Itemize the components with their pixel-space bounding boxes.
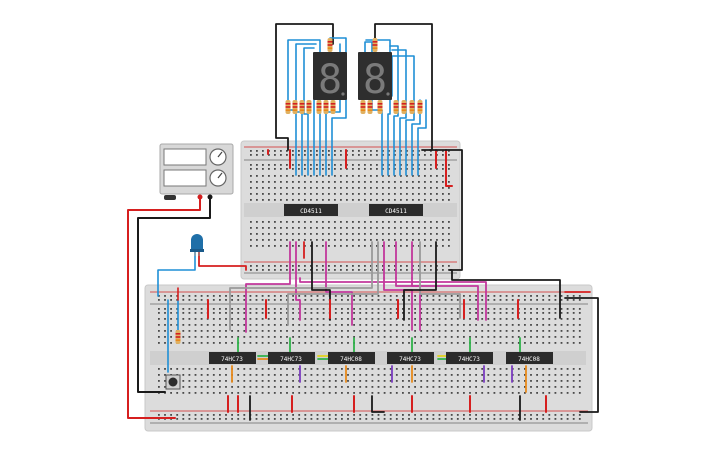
wire-psu-positive[interactable] <box>127 196 201 419</box>
chip-cd4511-1[interactable]: CD4511 <box>284 204 338 216</box>
blue-led-icon[interactable] <box>190 234 204 256</box>
resistor-icon[interactable] <box>299 100 305 114</box>
wire-layer <box>127 23 599 421</box>
wire-display2-common[interactable] <box>374 23 433 151</box>
chip-label: 74HC08 <box>340 356 362 363</box>
top-breadboard[interactable] <box>240 140 461 280</box>
resistor-icon[interactable] <box>292 100 298 114</box>
resistor-icon[interactable] <box>306 100 312 114</box>
resistor-icon[interactable] <box>360 100 366 114</box>
chip-cd4511-2[interactable]: CD4511 <box>369 204 423 216</box>
resistor-icon[interactable] <box>323 100 329 114</box>
chip-label: 74HC73 <box>399 356 421 363</box>
wire-display1-common[interactable] <box>275 23 334 151</box>
wire-psu-ground[interactable] <box>137 196 211 393</box>
resistor-icon[interactable] <box>372 38 378 52</box>
chip-label: 74HC73 <box>280 356 302 363</box>
chip-74hc73-2[interactable]: 74HC73 <box>268 352 315 364</box>
resistor-icon[interactable] <box>316 100 322 114</box>
chip-label: CD4511 <box>300 208 322 215</box>
chip-label: CD4511 <box>385 208 407 215</box>
chip-74hc73-4[interactable]: 74HC73 <box>446 352 493 364</box>
resistor-icon[interactable] <box>377 100 383 114</box>
resistor-icon[interactable] <box>401 100 407 114</box>
resistor-icon[interactable] <box>409 100 415 114</box>
resistor-icon[interactable] <box>367 100 373 114</box>
chip-label: 74HC08 <box>518 356 540 363</box>
resistor-array <box>175 38 423 344</box>
seven-segment-display-1[interactable]: 8 <box>313 52 347 103</box>
resistor-icon[interactable] <box>175 330 181 344</box>
chip-74hc73-3[interactable]: 74HC73 <box>387 352 434 364</box>
chip-74hc08-1[interactable]: 74HC08 <box>328 352 375 364</box>
resistor-icon[interactable] <box>330 100 336 114</box>
resistor-icon[interactable] <box>327 38 333 52</box>
resistor-icon[interactable] <box>285 100 291 114</box>
chip-label: 74HC73 <box>458 356 480 363</box>
push-button-icon[interactable] <box>165 374 181 390</box>
resistor-icon[interactable] <box>393 100 399 114</box>
resistor-icon[interactable] <box>417 100 423 114</box>
seven-segment-display-icon: 8 <box>363 57 387 103</box>
dc-power-supply-icon[interactable] <box>159 143 234 200</box>
seven-segment-display-icon: 8 <box>318 57 342 103</box>
chip-74hc73-1[interactable]: 74HC73 <box>209 352 256 364</box>
chip-74hc08-2[interactable]: 74HC08 <box>506 352 553 364</box>
chip-label: 74HC73 <box>221 356 243 363</box>
seven-segment-display-2[interactable]: 8 <box>358 52 392 103</box>
